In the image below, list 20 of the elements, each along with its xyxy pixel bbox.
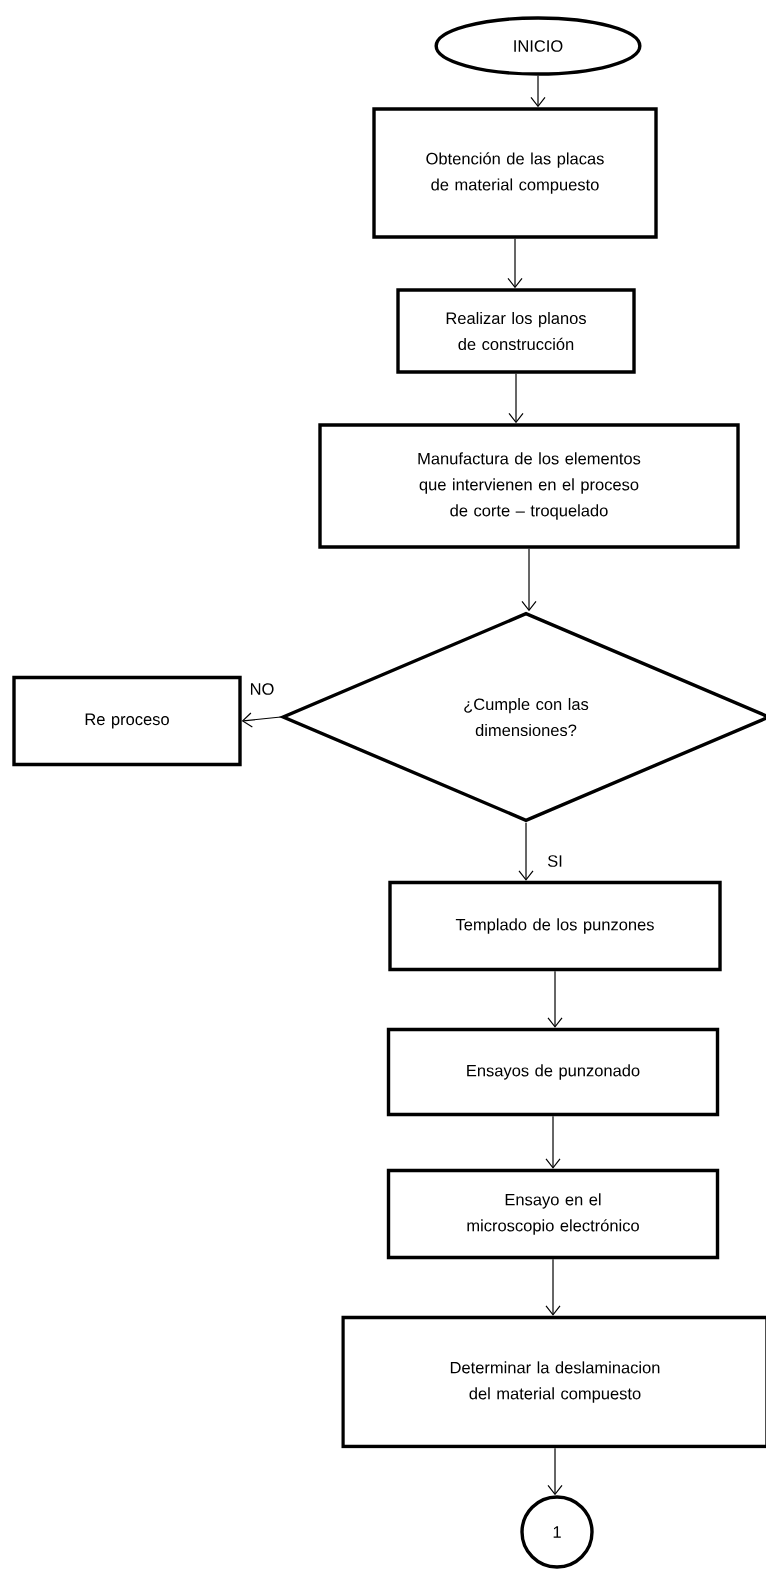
edge-label: SI xyxy=(546,854,564,868)
process-box: Ensayos de punzonado xyxy=(386,1027,720,1117)
process-box: Re proceso xyxy=(12,675,242,767)
edge-label: NO xyxy=(248,682,276,696)
arrow xyxy=(545,1258,561,1316)
process-box: Determinar la deslaminacion del material compuesto xyxy=(341,1315,766,1449)
process-box: Realizar los planos de construcción xyxy=(396,288,636,374)
process-box: Manufactura de los elementos que intervienen en el proceso de corte – troquelado xyxy=(318,423,740,549)
process-box: Templado de los punzones xyxy=(388,880,722,972)
arrow xyxy=(530,75,546,108)
arrow xyxy=(521,548,537,612)
arrow xyxy=(508,373,524,424)
arrow xyxy=(241,712,282,728)
arrow xyxy=(507,238,523,289)
arrow xyxy=(547,970,563,1028)
arrow xyxy=(545,1115,561,1169)
process-box: Ensayo en el microscopio electrónico xyxy=(386,1168,720,1260)
arrow xyxy=(547,1447,563,1496)
process-box: Obtención de las placas de material compuesto xyxy=(372,107,658,239)
arrow xyxy=(518,822,534,881)
